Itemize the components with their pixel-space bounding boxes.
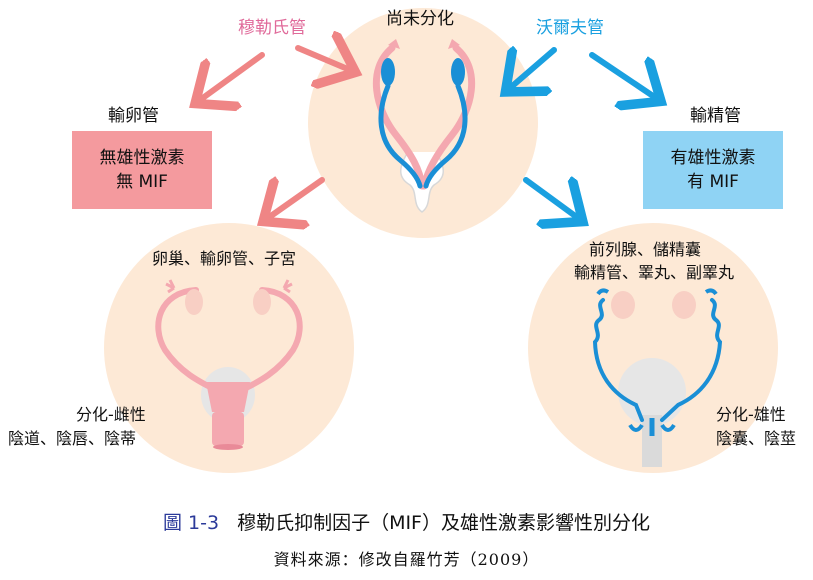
female-condition-line2: 無 MIF — [116, 172, 168, 192]
arrow-to-oviduct — [200, 52, 265, 100]
female-organs-label: 卵巢、輸卵管、子宮 — [152, 249, 297, 268]
male-differentiation-label: 分化-雄性 — [716, 405, 786, 424]
undifferentiated-ducts-illustration — [372, 39, 476, 213]
figure-caption-text: 穆勒氏抑制因子（MIF）及雄性激素影響性別分化 — [237, 512, 650, 534]
vas-deferens-label: 輸精管 — [690, 106, 741, 126]
arrow-center-to-male — [523, 180, 578, 218]
male-organs-line1: 前列腺、儲精囊 — [589, 240, 702, 259]
male-reproductive-illustration — [592, 288, 723, 467]
male-condition-box — [643, 131, 783, 209]
male-condition-text: 有雄性激素 有 MIF — [643, 146, 783, 194]
figure-number: 圖 1-3 — [162, 512, 220, 534]
undifferentiated-label: 尚未分化 — [386, 9, 454, 29]
oviduct-label: 輸卵管 — [108, 106, 159, 126]
arrow-wolffian-to-center — [510, 50, 557, 88]
male-condition-line1: 有雄性激素 — [670, 148, 756, 168]
wolffian-duct-label: 沃爾夫管 — [536, 18, 604, 38]
arrow-to-vas-deferens — [589, 52, 656, 98]
male-external-label: 陰囊、陰莖 — [716, 429, 797, 448]
figure-caption: 圖 1-3 穆勒氏抑制因子（MIF）及雄性激素影響性別分化 — [0, 508, 813, 535]
female-condition-text: 無雄性激素 無 MIF — [72, 146, 212, 194]
male-circle — [528, 223, 778, 473]
male-condition-line2: 有 MIF — [687, 172, 739, 192]
undifferentiated-circle — [308, 8, 538, 238]
arrow-center-to-female — [268, 180, 325, 218]
female-reproductive-illustration — [155, 279, 303, 450]
female-differentiation-label: 分化-雌性 — [76, 405, 146, 424]
male-organs-line2: 輸精管、睪丸、副睪丸 — [574, 263, 735, 282]
female-condition-line1: 無雄性激素 — [99, 148, 185, 168]
arrow-mullerian-to-center — [295, 48, 350, 70]
female-external-label: 陰道、陰唇、陰蒂 — [8, 429, 137, 448]
female-condition-box — [72, 131, 212, 209]
figure-source: 資料來源：修改自羅竹芳（2009） — [273, 550, 540, 569]
mullerian-duct-label: 穆勒氏管 — [238, 18, 306, 38]
